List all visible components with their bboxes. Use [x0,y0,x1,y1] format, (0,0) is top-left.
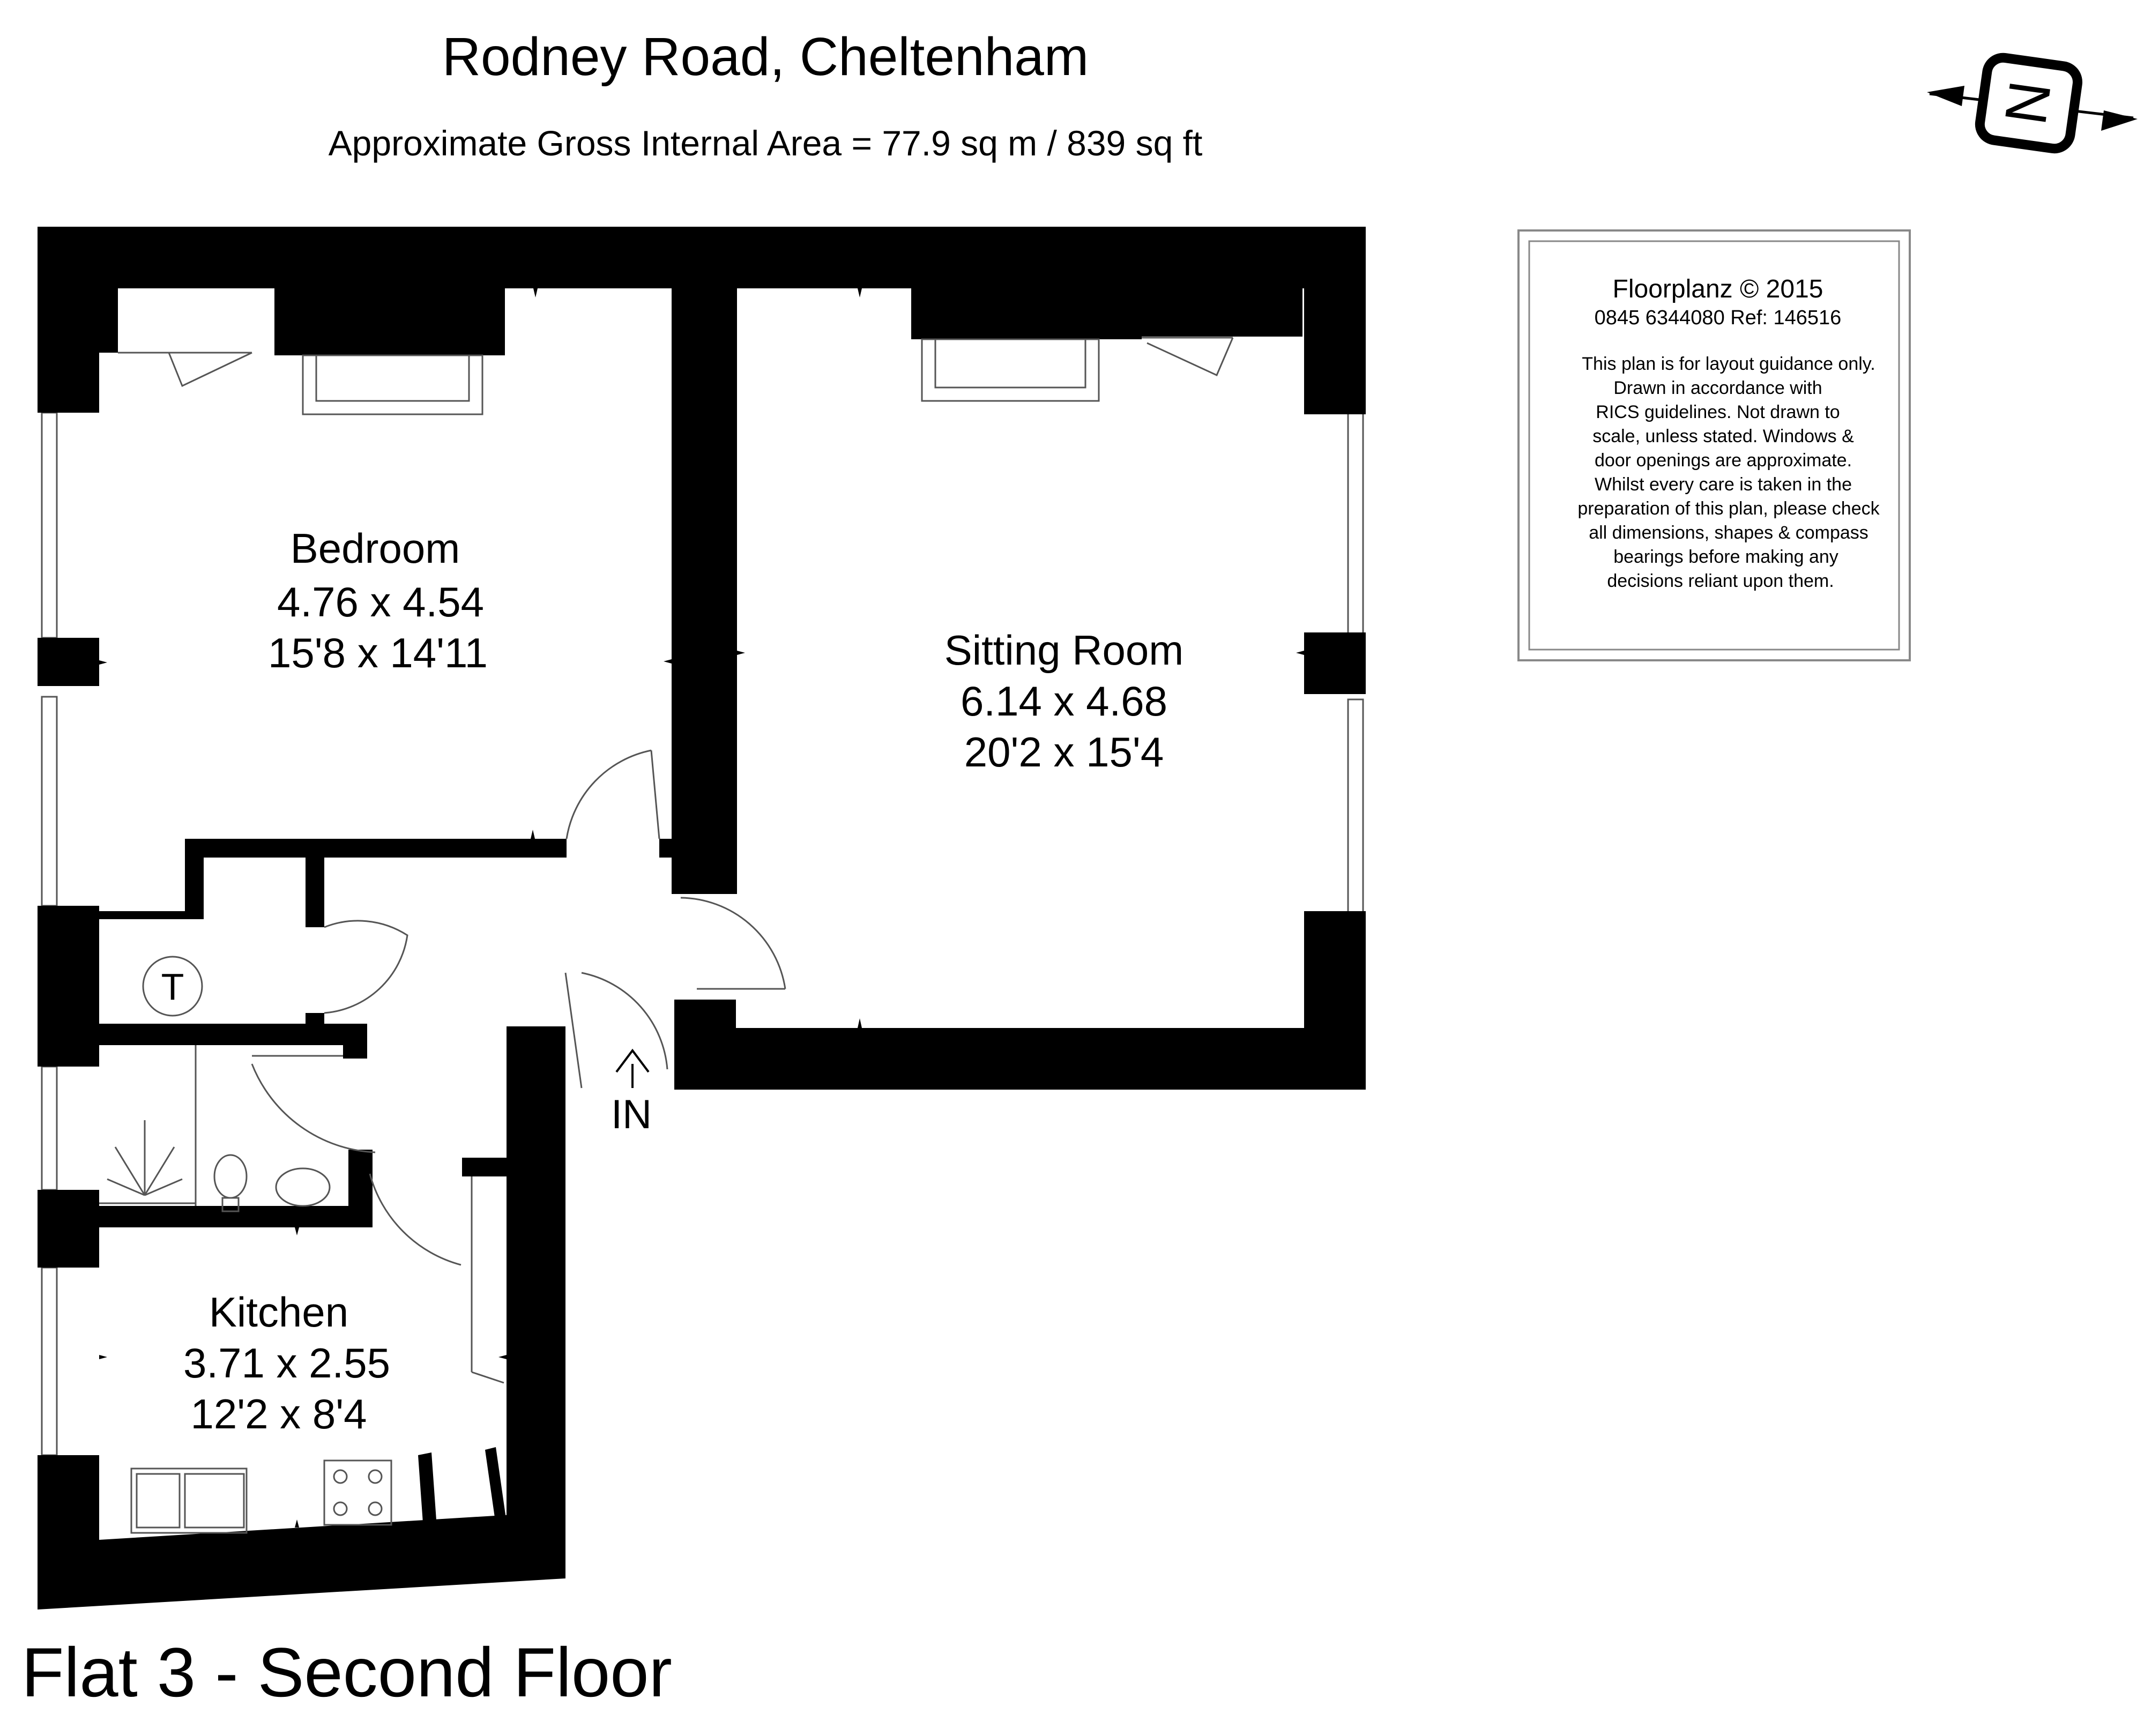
disclaimer-line: bearings before making any [1613,547,1838,567]
room-name: Sitting Room [944,627,1184,674]
room-name: Bedroom [291,525,460,572]
disclaimer-line: RICS guidelines. Not drawn to [1596,402,1840,422]
room-sitting: Sitting Room 6.14 x 4.68 20'2 x 15'4 [944,627,1184,776]
area-summary: Approximate Gross Internal Area = 77.9 s… [329,123,1203,163]
compass-letter: N [1992,77,2064,129]
room-kitchen: Kitchen 3.71 x 2.55 12'2 x 8'4 [183,1288,390,1437]
disclaimer-line: door openings are approximate. [1595,450,1852,471]
disclaimer-line: all dimensions, shapes & compass [1589,523,1868,543]
disclaimer-line: preparation of this plan, please check [1577,498,1880,519]
disclaimer-brand: Floorplanz © 2015 [1613,275,1823,303]
room-name: Kitchen [209,1288,348,1336]
room-imperial: 20'2 x 15'4 [964,728,1164,776]
room-imperial: 12'2 x 8'4 [190,1390,367,1437]
disclaimer-line: decisions reliant upon them. [1607,571,1834,591]
room-bedroom: Bedroom 4.76 x 4.54 15'8 x 14'11 [268,525,488,676]
disclaimer-line: This plan is for layout guidance only. [1582,354,1875,374]
dimension-markers [99,288,1304,1528]
room-metric: 3.71 x 2.55 [183,1339,390,1387]
floor-label: Flat 3 - Second Floor [21,1633,672,1711]
plan-title: Rodney Road, Cheltenham [442,27,1089,87]
shower-icon [107,1120,183,1196]
disclaimer-line: Whilst every care is taken in the [1595,474,1852,495]
disclaimer-box: Floorplanz © 2015 0845 6344080 Ref: 1465… [1517,229,1911,661]
walls [38,227,1366,1610]
water-tank: T [142,956,203,1017]
disclaimer-line: scale, unless stated. Windows & [1592,426,1854,446]
room-imperial: 15'8 x 14'11 [268,629,488,676]
entrance-label: IN [611,1092,652,1137]
room-metric: 6.14 x 4.68 [961,677,1167,725]
disclaimer-contact: 0845 6344080 Ref: 146516 [1595,307,1842,329]
entrance-arrow-icon [615,1048,650,1088]
fixtures [99,337,1234,1534]
disclaimer-line: Drawn in accordance with [1613,378,1822,398]
room-metric: 4.76 x 4.54 [277,578,484,625]
compass: N [1927,53,2138,154]
tank-label: T [161,966,184,1008]
